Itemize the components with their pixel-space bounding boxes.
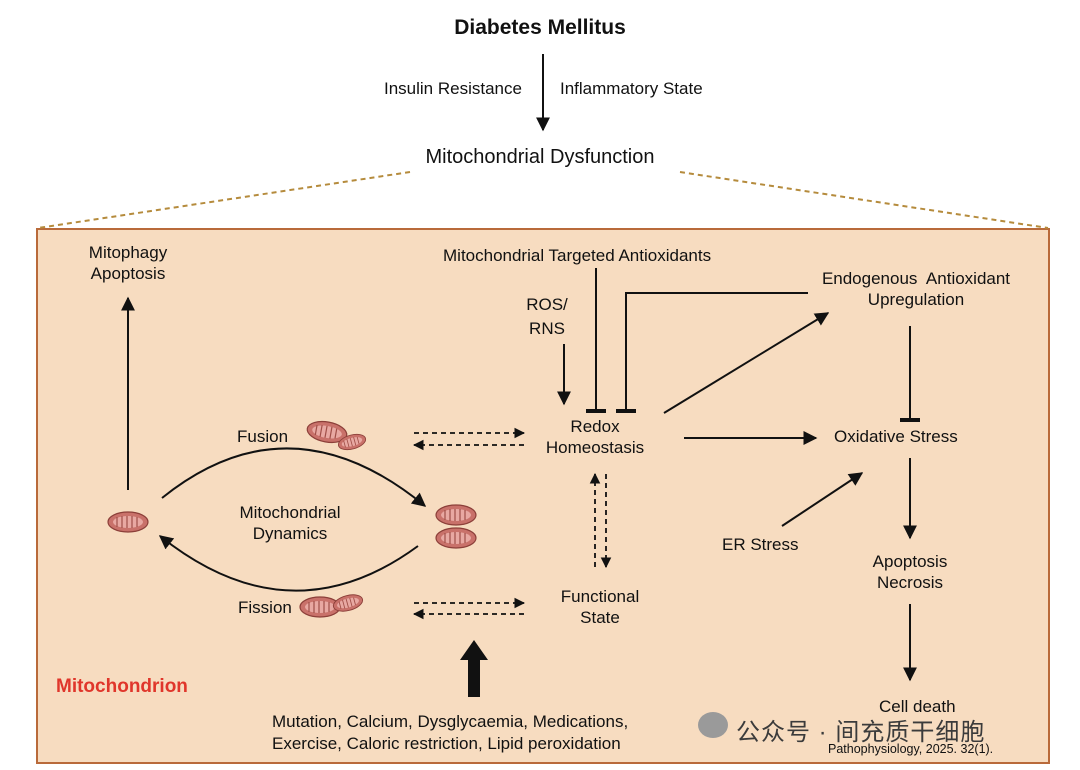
fusion-label: Fusion [237, 427, 289, 446]
er-stress-label: ER Stress [722, 535, 799, 554]
dynamics-line-2: Dynamics [252, 524, 328, 543]
mitochondrion-icon [435, 527, 477, 549]
redox-homeostasis-label: Redox Homeostasis [530, 416, 660, 458]
inflammatory-state-label: Inflammatory State [560, 79, 703, 98]
cell-death-label: Cell death [879, 697, 956, 716]
dashed-connector-left [37, 171, 411, 229]
targeted-antioxidants-label: Mitochondrial Targeted Antioxidants [443, 246, 712, 265]
rns-line: RNS [529, 319, 565, 338]
mitochondrion-label: Mitochondrion [56, 676, 188, 697]
title: Diabetes Mellitus [454, 16, 626, 39]
mitophagy-label: Mitophagy Apoptosis [68, 242, 188, 284]
fission-arc [158, 535, 419, 592]
causes-line-2: Exercise, Caloric restriction, Lipid per… [272, 734, 621, 753]
oxidative-stress-label: Oxidative Stress [834, 427, 958, 446]
fission-label: Fission [238, 598, 292, 617]
endogenous-line: Endogenous Antioxidant [821, 269, 1011, 288]
redox-to-endogenous-arrow [663, 312, 830, 414]
functional-line: Functional [560, 587, 640, 606]
state-line: State [580, 608, 620, 627]
causes-line-1: Mutation, Calcium, Dysglycaemia, Medicat… [272, 712, 629, 731]
mitophagy-line: Mitophagy [88, 243, 168, 262]
watermark: 公众号 · 间充质干细胞 [736, 719, 986, 746]
ros-line: ROS/ [526, 295, 568, 314]
redox-line: Redox [570, 417, 620, 436]
mitochondrial-dysfunction-label: Mitochondrial Dysfunction [425, 146, 655, 168]
ros-rns-label: ROS/ RNS [512, 293, 582, 341]
fusion-arc [161, 447, 427, 507]
wechat-icon [698, 712, 728, 738]
mitochondrion-icon [435, 504, 477, 526]
homeostasis-line: Homeostasis [545, 438, 645, 457]
causes-label: Mutation, Calcium, Dysglycaemia, Medicat… [272, 711, 628, 755]
apoptosis-line-2: Apoptosis [872, 552, 948, 571]
mitochondrial-dynamics-label: Mitochondrial Dynamics [220, 502, 360, 544]
er-to-oxidative-arrow [781, 472, 864, 527]
apoptosis-line: Apoptosis [90, 264, 166, 283]
big-up-arrow [460, 640, 488, 697]
functional-state-label: Functional State [540, 586, 660, 628]
necrosis-line: Necrosis [876, 573, 944, 592]
apoptosis-necrosis-label: Apoptosis Necrosis [850, 551, 970, 593]
citation: Pathophysiology, 2025. 32(1). [828, 742, 994, 756]
dynamics-line-1: Mitochondrial [239, 503, 341, 522]
upregulation-line: Upregulation [867, 290, 965, 309]
dashed-connector-right [679, 171, 1049, 229]
mitochondrion-icon [107, 511, 149, 533]
mitochondrion-panel [36, 228, 1050, 764]
endogenous-label: Endogenous Antioxidant Upregulation [806, 268, 1026, 310]
insulin-resistance-label: Insulin Resistance [384, 79, 522, 98]
endogenous-inhibit [616, 292, 808, 413]
